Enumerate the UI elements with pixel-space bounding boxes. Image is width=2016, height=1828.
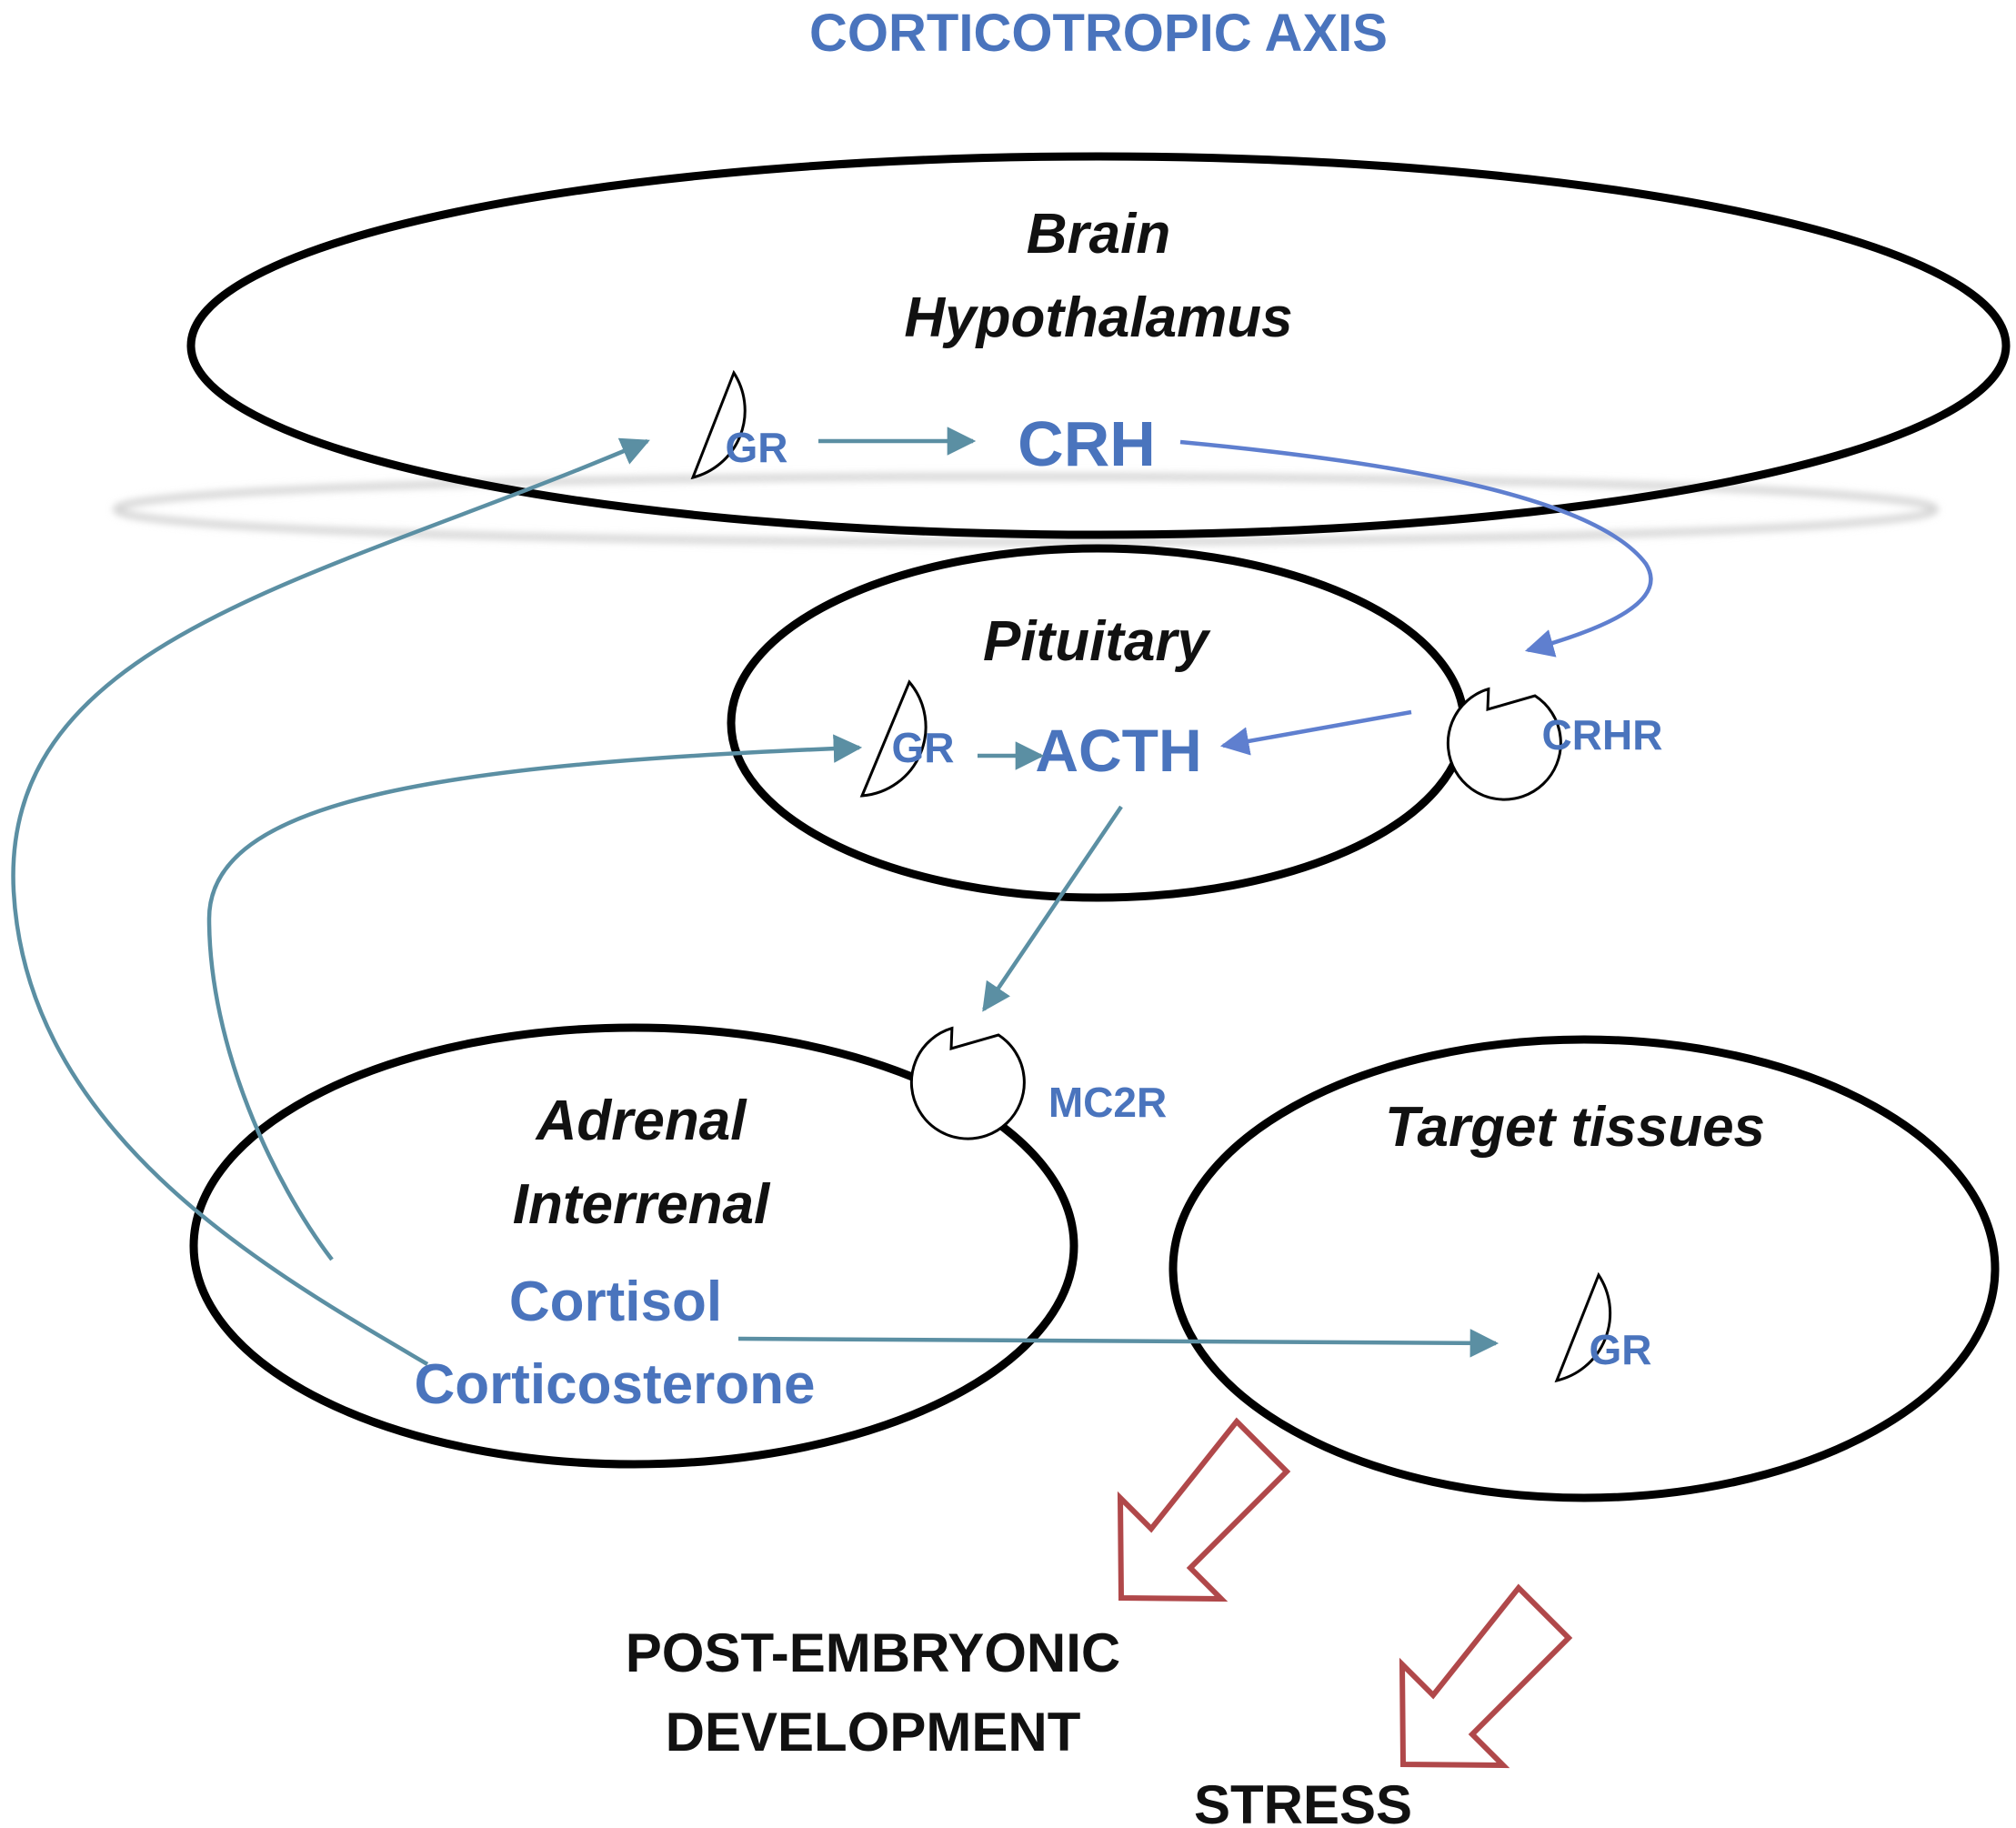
gr-receptor-brain-shape xyxy=(690,369,747,480)
crhr-receptor-label: CRHR xyxy=(1542,711,1663,758)
target-tissues-ellipse xyxy=(1168,1035,2000,1502)
pituitary-label: Pituitary xyxy=(983,610,1212,673)
hypothalamus-label: Hypothalamus xyxy=(904,286,1292,349)
gr-receptor-brain: GR xyxy=(690,369,788,480)
gr-receptor-target: GR xyxy=(1554,1271,1652,1383)
gr-receptor-target-label: GR xyxy=(1590,1326,1652,1373)
post-embryonic-development-arrow xyxy=(1117,1417,1291,1602)
target-tissues-label: Target tissues xyxy=(1385,1096,1765,1159)
gr-receptor-target-shape xyxy=(1554,1271,1612,1383)
interrenal-label: Interrenal xyxy=(513,1173,771,1236)
cortisol-to-target-gr-arrow xyxy=(737,1329,1499,1358)
crh-label: CRH xyxy=(1018,408,1156,479)
crhr-receptor: CRHR xyxy=(1446,687,1663,801)
cortisol-label: Cortisol xyxy=(509,1271,722,1333)
mc2r-receptor: MC2R xyxy=(909,1026,1167,1140)
crhr-receptor-shape xyxy=(1446,687,1562,801)
mc2r-receptor-shape xyxy=(909,1026,1026,1140)
gr-receptor-pituitary-label: GR xyxy=(892,724,955,771)
post-embryonic-label: POST-EMBRYONIC xyxy=(626,1622,1120,1683)
corticosterone-label: Corticosterone xyxy=(415,1353,816,1416)
gr-receptor-pituitary-shape xyxy=(859,679,928,798)
stress-arrow xyxy=(1399,1583,1573,1769)
adrenal-interrenal-ellipse xyxy=(189,1023,1078,1469)
brain-hypothalamus-ellipse xyxy=(186,152,2011,539)
mc2r-receptor-label: MC2R xyxy=(1048,1079,1167,1126)
gr-receptor-brain-label: GR xyxy=(726,424,788,471)
adrenal-label: Adrenal xyxy=(535,1090,748,1152)
brain-shadow-ring xyxy=(113,473,1939,546)
corticosteroid-feedback-to-pituitary-gr-arrow xyxy=(206,734,863,1261)
acth-label: ACTH xyxy=(1035,717,1201,784)
gr-receptor-pituitary: GR xyxy=(859,679,955,798)
diagram-title: CORTICOTROPIC AXIS xyxy=(809,4,1388,63)
corticosteroid-feedback-to-brain-gr-arrow xyxy=(11,437,650,1366)
brain-label: Brain xyxy=(1027,203,1170,266)
crhr-to-acth-arrow xyxy=(1219,709,1412,756)
development-label: DEVELOPMENT xyxy=(666,1702,1081,1763)
acth-to-mc2r-arrow xyxy=(982,805,1123,1012)
crh-to-crhr-arrow xyxy=(1179,439,1653,658)
stress-label: STRESS xyxy=(1194,1774,1412,1828)
